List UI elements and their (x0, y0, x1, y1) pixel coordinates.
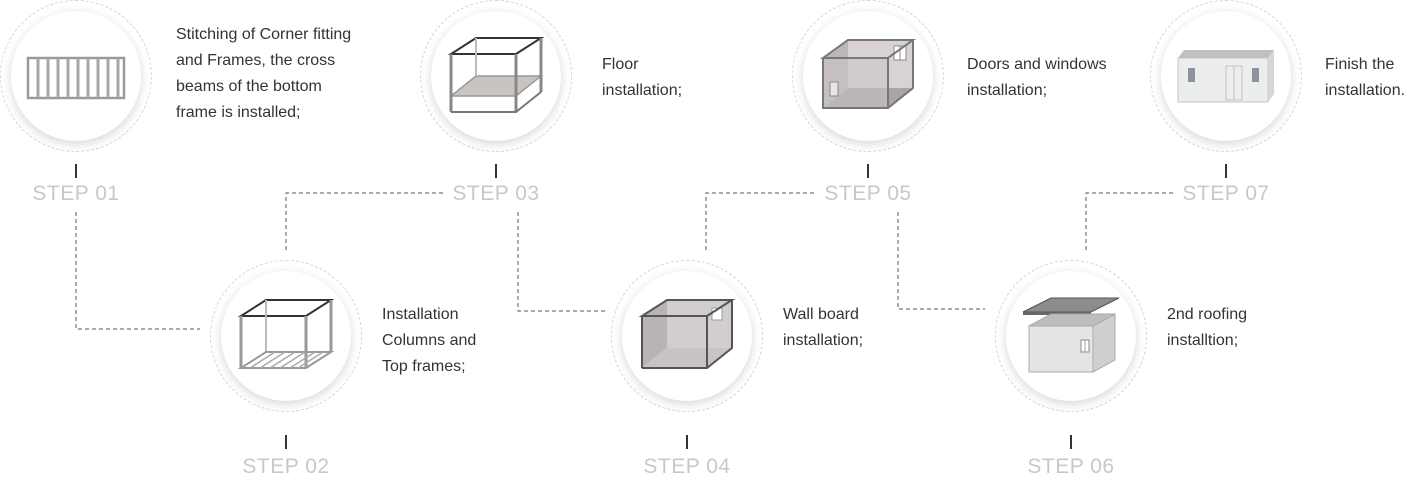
container-doors-windows-icon (819, 39, 917, 109)
step-04-tick (686, 435, 688, 449)
container-bottom-frame-beams-icon (26, 56, 126, 100)
step-01-circle (0, 0, 152, 152)
step-07-tick (1225, 164, 1227, 178)
step-01-label: STEP 01 (32, 182, 120, 205)
container-wall-board-icon (638, 299, 736, 369)
connector-02-03 (285, 192, 444, 250)
container-floor-icon (447, 37, 545, 113)
step-05-circle (792, 0, 944, 152)
connector-05-06 (897, 212, 985, 310)
container-roofing-icon (1022, 297, 1120, 373)
step-03-tick (495, 164, 497, 178)
step-06-label: STEP 06 (1027, 455, 1115, 478)
step-05-label: STEP 05 (824, 182, 912, 205)
step-07-description: Finish the installation. (1325, 56, 1406, 99)
step-04-label: STEP 04 (643, 455, 731, 478)
step-05-tick (867, 164, 869, 178)
step-06-circle (995, 260, 1147, 412)
step-06-description: 2nd roofing installtion; (1167, 306, 1248, 349)
step-04-description: Wall board installation; (783, 306, 864, 349)
step-06-tick (1070, 435, 1072, 449)
connector-04-05 (705, 192, 816, 250)
step-07-circle (1150, 0, 1302, 152)
step-03-circle (420, 0, 572, 152)
container-columns-top-frame-icon (237, 299, 335, 369)
step-04-circle (611, 260, 763, 412)
connector-01-02 (75, 212, 200, 330)
step-02-description: Installation Columns and Top frames; (382, 306, 477, 375)
step-02-circle (210, 260, 362, 412)
connector-06-07 (1085, 192, 1174, 250)
step-02-label: STEP 02 (242, 455, 330, 478)
connector-03-04 (517, 212, 606, 312)
step-02-tick (285, 435, 287, 449)
step-01-description: Stitching of Corner fitting and Frames, … (176, 26, 352, 121)
step-01-tick (75, 164, 77, 178)
step-05-description: Doors and windows installation; (967, 56, 1107, 99)
step-03-label: STEP 03 (452, 182, 540, 205)
step-03-description: Floor installation; (602, 56, 683, 99)
finished-container-house-icon (1177, 50, 1274, 103)
step-07-label: STEP 07 (1182, 182, 1270, 205)
